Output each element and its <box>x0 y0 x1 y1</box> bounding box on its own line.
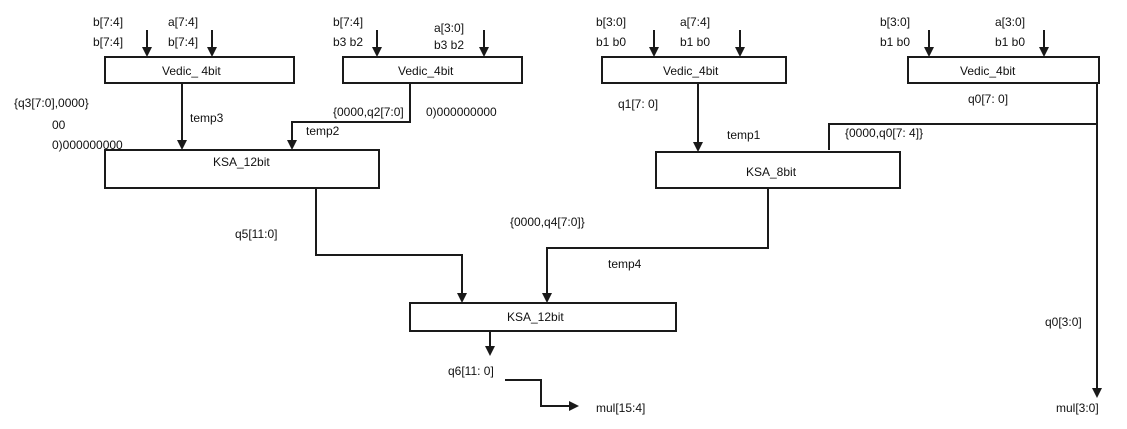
v3-b-input-label-2: b1 b0 <box>596 35 626 49</box>
ksa-8bit-block: KSA_8bit <box>655 151 901 189</box>
v2-a-input-label: a[3:0] <box>434 21 464 35</box>
vedic-4bit-block-4-label: Vedic_4bit <box>960 64 1016 78</box>
ksa-8bit-block-label: KSA_8bit <box>746 165 797 179</box>
ksa-12bit-block-bottom: KSA_12bit <box>409 302 677 332</box>
q3-concat-label: {q3[7:0],0000} <box>14 96 89 110</box>
v4-b-input-label: b[3:0] <box>880 15 910 29</box>
temp2-label: temp2 <box>306 124 340 138</box>
ksa-12bit-block-left-label: KSA_12bit <box>213 155 270 169</box>
q6-label: q6[11: 0] <box>448 364 494 378</box>
vedic-4bit-block-4: Vedic_4bit <box>907 56 1100 84</box>
wire-q0 <box>828 83 1098 150</box>
vedic-4bit-block-2: Vedic_4bit <box>342 56 523 84</box>
ksa-12bit-block-bottom-label: KSA_12bit <box>507 310 564 324</box>
temp4-label: temp4 <box>608 257 642 271</box>
q5-label: q5[11:0] <box>235 227 277 241</box>
v2-a-input-label-2: b3 b2 <box>434 38 464 52</box>
q0-label: q0[7: 0] <box>968 92 1008 106</box>
v2-b-input-label: b[7:4] <box>333 15 363 29</box>
wire-q5 <box>315 188 467 303</box>
q2-concat-label: {0000,q2[7:0] <box>333 105 404 119</box>
v4-a-input-label-2: b1 b0 <box>995 35 1025 49</box>
wire-temp2 <box>287 83 411 150</box>
v3-b-input-label: b[3:0] <box>596 15 626 29</box>
vedic-4bit-block-3-label: Vedic_4bit <box>663 64 719 78</box>
vedic-4bit-block-3: Vedic_4bit <box>601 56 787 84</box>
wire-mul-high <box>505 379 579 411</box>
v4-b-input-label-2: b1 b0 <box>880 35 910 49</box>
q0-concat-label: {0000,q0[7: 4]} <box>845 126 923 140</box>
wire-temp4 <box>542 188 769 303</box>
v1-b-input-label-2: b[7:4] <box>93 35 123 49</box>
vedic-4bit-block-1: Vedic_ 4bit <box>104 56 295 84</box>
q4-concat-label: {0000,q4[7:0]} <box>510 215 585 229</box>
v4-a-input-label: a[3:0] <box>995 15 1025 29</box>
v1-a-input-label-2: b[7:4] <box>168 35 198 49</box>
q3-concat-label-2: 00 <box>52 118 66 132</box>
temp1-label: temp1 <box>727 128 761 142</box>
ksa-12bit-block-left: KSA_12bit <box>104 149 380 189</box>
v1-a-input-label: a[7:4] <box>168 15 198 29</box>
mul-high-label: mul[15:4] <box>596 401 645 415</box>
vedic-4bit-block-2-label: Vedic_4bit <box>398 64 454 78</box>
temp3-label: temp3 <box>190 111 224 125</box>
q1-label: q1[7: 0] <box>618 97 658 111</box>
q3-concat-label-3: 0)000000000 <box>52 138 123 152</box>
q0-low-label: q0[3:0] <box>1045 315 1082 329</box>
v3-a-input-label: a[7:4] <box>680 15 710 29</box>
v3-a-input-label-2: b1 b0 <box>680 35 710 49</box>
q2-concat-tail-label: 0)000000000 <box>426 105 497 119</box>
mul-low-label: mul[3:0] <box>1056 401 1099 415</box>
v2-b-input-label-2: b3 b2 <box>333 35 363 49</box>
vedic-4bit-block-1-label: Vedic_ 4bit <box>162 64 221 78</box>
v1-b-input-label: b[7:4] <box>93 15 123 29</box>
